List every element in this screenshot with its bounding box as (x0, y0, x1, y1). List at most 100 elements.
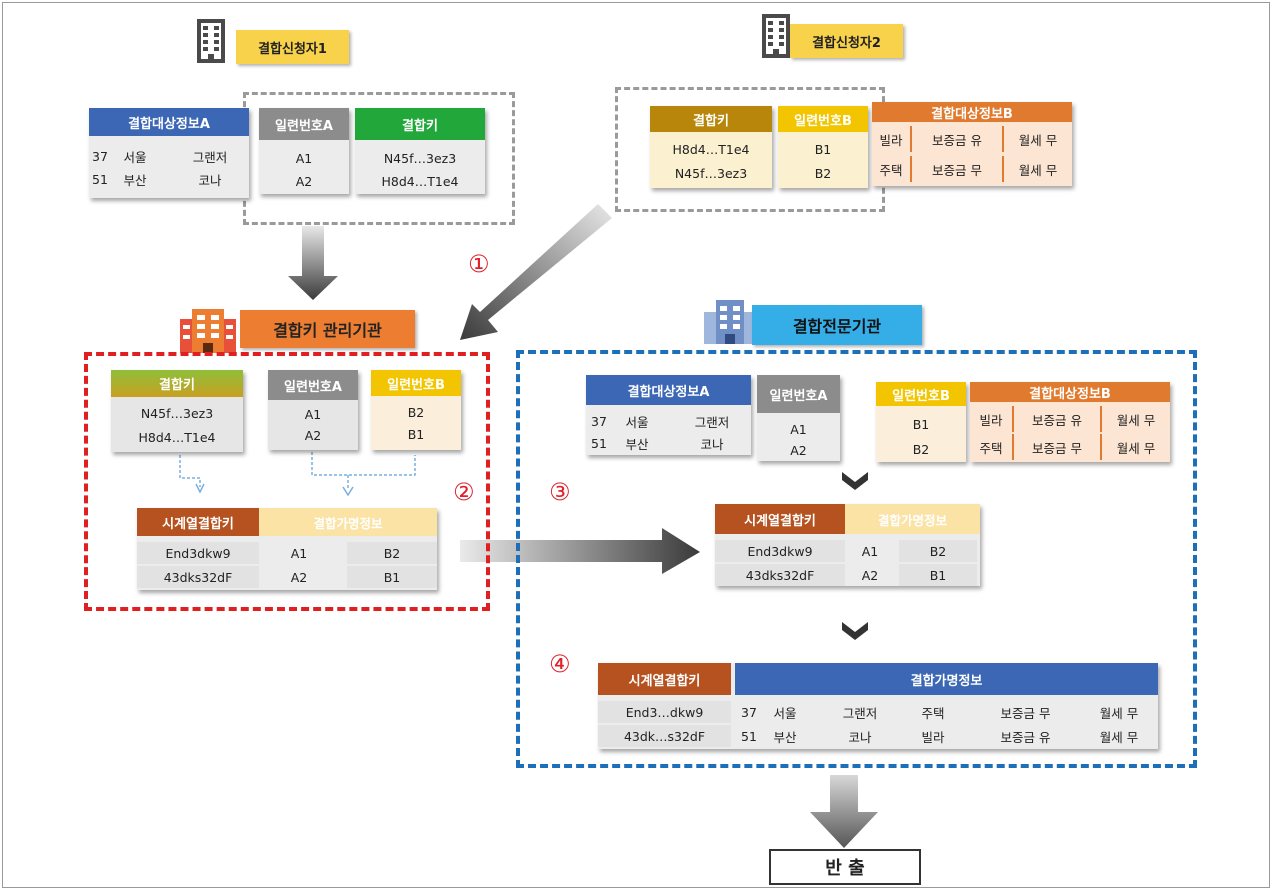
mgmt-link-table: 시계열결합키 결합가명정보 End3dkw9 A1 B2 43dks32dF A… (137, 508, 437, 590)
table-cell: 주택 (970, 434, 1014, 460)
expert-link-table: 시계열결합키 결합가명정보 End3dkw9 A1 B2 43dks32dF A… (715, 504, 980, 586)
table-header: 일련번호B (778, 106, 868, 132)
table-cell: 빌라 (921, 729, 945, 745)
table-cell: A1 (304, 406, 322, 422)
down-arrow (288, 226, 338, 300)
table-header: 결합키 (650, 106, 772, 132)
table-cell: A1 (790, 421, 807, 437)
table-header: 일련번호B (371, 370, 461, 396)
table-cell: H8d4…T1e4 (381, 173, 459, 189)
table-cell: B2 (899, 540, 977, 562)
table-cell: B1 (814, 141, 832, 157)
step-1-marker: ① (468, 250, 490, 278)
table-header: 결합대상정보B (970, 382, 1170, 402)
table-header: 결합대상정보B (872, 102, 1072, 122)
table-cell: 서울 (773, 705, 797, 721)
table-cell: 빌라 (970, 406, 1014, 432)
table-cell: B2 (347, 542, 437, 564)
table-cell: 부산 (773, 729, 797, 745)
mgmt-serial-a-table: 일련번호A A1 A2 (268, 370, 358, 450)
applicant2-label: 결합신청자2 (790, 24, 903, 58)
table-header: 결합대상정보A (89, 108, 249, 136)
table-cell: 보증금 유 (1014, 406, 1102, 432)
table-cell: 보증금 유 (912, 126, 1004, 152)
table-cell: N45f…3ez3 (140, 405, 214, 421)
table-cell: End3…dkw9 (598, 701, 731, 723)
table-cell: 서울 (123, 149, 147, 165)
table-cell: 월세 무 (1099, 705, 1139, 721)
key-b-table: 결합키 H8d4…T1e4 N45f…3ez3 (650, 106, 772, 188)
table-cell: 보증금 무 (1014, 434, 1102, 460)
export-box: 반 출 (769, 849, 921, 885)
table-cell: 37 (741, 704, 757, 720)
table-cell: 43dk…s32dF (598, 725, 731, 747)
table-cell: 그랜저 (842, 705, 878, 721)
applicant1-label: 결합신청자1 (236, 30, 349, 64)
table-cell: 월세 무 (1099, 729, 1139, 745)
building-icon (702, 296, 758, 346)
serial-b-table: 일련번호B B1 B2 (778, 106, 868, 188)
table-cell: A1 (290, 545, 308, 561)
table-cell: End3dkw9 (137, 542, 259, 564)
table-cell: 부산 (123, 172, 147, 188)
mgmt-serial-b-table: 일련번호B B2 B1 (371, 370, 461, 450)
table-cell: 월세 무 (1116, 440, 1156, 456)
table-header: 결합가명정보 (259, 508, 437, 536)
table-cell: 코나 (848, 729, 872, 745)
table-cell: 37 (591, 413, 607, 429)
table-cell: B1 (912, 416, 930, 432)
table-cell: A2 (790, 442, 807, 458)
table-cell: B2 (814, 165, 832, 181)
table-header: 결합키 (355, 108, 485, 140)
serial-a-table: 일련번호A A1 A2 (259, 108, 349, 194)
table-header: 결합대상정보A (586, 375, 751, 405)
table-header: 결합키 (111, 370, 243, 397)
table-cell: 서울 (625, 414, 649, 430)
final-result-table: 시계열결합키 결합가명정보 End3…dkw9 37 서울 그랜저 주택 보증금… (598, 663, 1158, 749)
expert-serial-a-table: 일련번호A A1 A2 (757, 375, 840, 461)
table-cell: H8d4…T1e4 (672, 141, 750, 157)
key-a-table: 결합키 N45f…3ez3 H8d4…T1e4 (355, 108, 485, 194)
table-header: 일련번호A (259, 108, 349, 140)
right-arrow (460, 528, 700, 574)
table-header: 일련번호B (876, 382, 966, 406)
combine-org-dashed-box (516, 350, 1197, 768)
table-header: 일련번호A (268, 370, 358, 400)
table-header: 일련번호A (757, 375, 840, 413)
expert-target-a-table: 결합대상정보A 37 서울 그랜저 51 부산 코나 (586, 375, 751, 455)
table-header: 결합가명정보 (735, 663, 1158, 695)
key-mgmt-label: 결합키 관리기관 (240, 310, 415, 348)
table-cell: B2 (912, 441, 930, 457)
table-cell: 51 (741, 728, 757, 744)
table-cell: B1 (407, 426, 425, 442)
table-cell: 월세 무 (1116, 412, 1156, 428)
step-3-marker: ③ (549, 478, 571, 506)
table-cell: 보증금 유 (1000, 729, 1051, 745)
table-cell: 그랜저 (694, 414, 730, 430)
table-cell: 부산 (625, 436, 649, 452)
table-cell: A1 (295, 150, 313, 166)
combine-org-label: 결합전문기관 (752, 305, 922, 345)
table-cell: 월세 무 (1018, 132, 1058, 148)
building-icon (193, 15, 229, 65)
table-cell: A1 (861, 543, 879, 559)
table-cell: 빌라 (872, 126, 912, 152)
expert-serial-b-table: 일련번호B B1 B2 (876, 382, 966, 462)
table-cell: B2 (407, 404, 425, 420)
table-cell: 보증금 무 (912, 156, 1004, 182)
table-header: 시계열결합키 (715, 504, 845, 534)
table-cell: 주택 (921, 705, 945, 721)
key-mgmt-dashed-box (84, 352, 490, 611)
table-header: 결합가명정보 (845, 504, 980, 534)
table-cell: 51 (591, 435, 607, 451)
table-cell: End3dkw9 (715, 540, 845, 562)
table-cell: B1 (899, 564, 977, 586)
chevron-down-icon (842, 622, 868, 640)
target-info-b-table: 결합대상정보B 빌라 보증금 유 월세 무 주택 보증금 무 월세 무 (872, 102, 1072, 186)
table-cell: A2 (304, 427, 322, 443)
step-2-marker: ② (453, 478, 475, 506)
building-icon (178, 305, 238, 355)
table-cell: 코나 (198, 172, 222, 188)
table-cell: 43dks32dF (715, 564, 845, 586)
